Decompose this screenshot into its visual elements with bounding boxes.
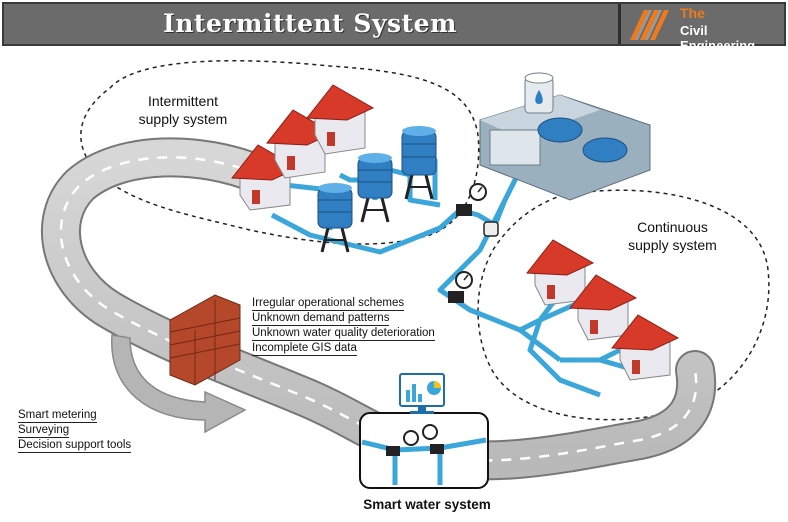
water-tank-icon — [357, 153, 393, 223]
brick-wall-icon — [169, 294, 241, 386]
header-divider — [618, 4, 621, 44]
list-item: Irregular operational schemes — [252, 297, 405, 311]
smart-water-box — [359, 412, 489, 489]
house-icon — [526, 239, 595, 306]
list-item: Unknown water quality deterioration — [252, 327, 435, 341]
smart-water-label: Smart water system — [363, 497, 491, 512]
water-tank-icon — [401, 126, 437, 200]
road — [40, 137, 717, 481]
house-icon — [611, 314, 680, 381]
page-title: Intermittent System — [163, 9, 457, 38]
logo-text-name: Civil Engineering — [680, 23, 756, 53]
problems-list: Irregular operational schemes Unknown de… — [252, 296, 435, 356]
list-item: Unknown demand patterns — [252, 312, 390, 326]
house-icon — [306, 84, 375, 155]
valve-icon — [448, 271, 473, 303]
continuous-label: Continuous supply system — [628, 219, 717, 253]
header-bar: Intermittent System The Civil Engineerin… — [2, 2, 786, 53]
treatment-plant-icon — [479, 72, 651, 201]
list-item: Surveying — [18, 424, 70, 438]
site-logo: The Civil Engineering — [622, 4, 784, 53]
list-item: Decision support tools — [18, 439, 132, 453]
logo-stripes-icon — [630, 10, 669, 40]
solutions-arrow-icon — [111, 334, 247, 434]
intermittent-label: Intermittent supply system — [138, 93, 228, 127]
list-item: Smart metering — [18, 409, 97, 423]
valve-icon — [456, 183, 499, 237]
solutions-list: Smart metering Surveying Decision suppor… — [18, 408, 132, 453]
logo-text-the: The — [680, 5, 705, 21]
water-tank-icon — [317, 183, 353, 253]
list-item: Incomplete GIS data — [252, 342, 357, 356]
continuous-region-outline — [477, 189, 770, 421]
monitor-icon — [399, 373, 445, 414]
